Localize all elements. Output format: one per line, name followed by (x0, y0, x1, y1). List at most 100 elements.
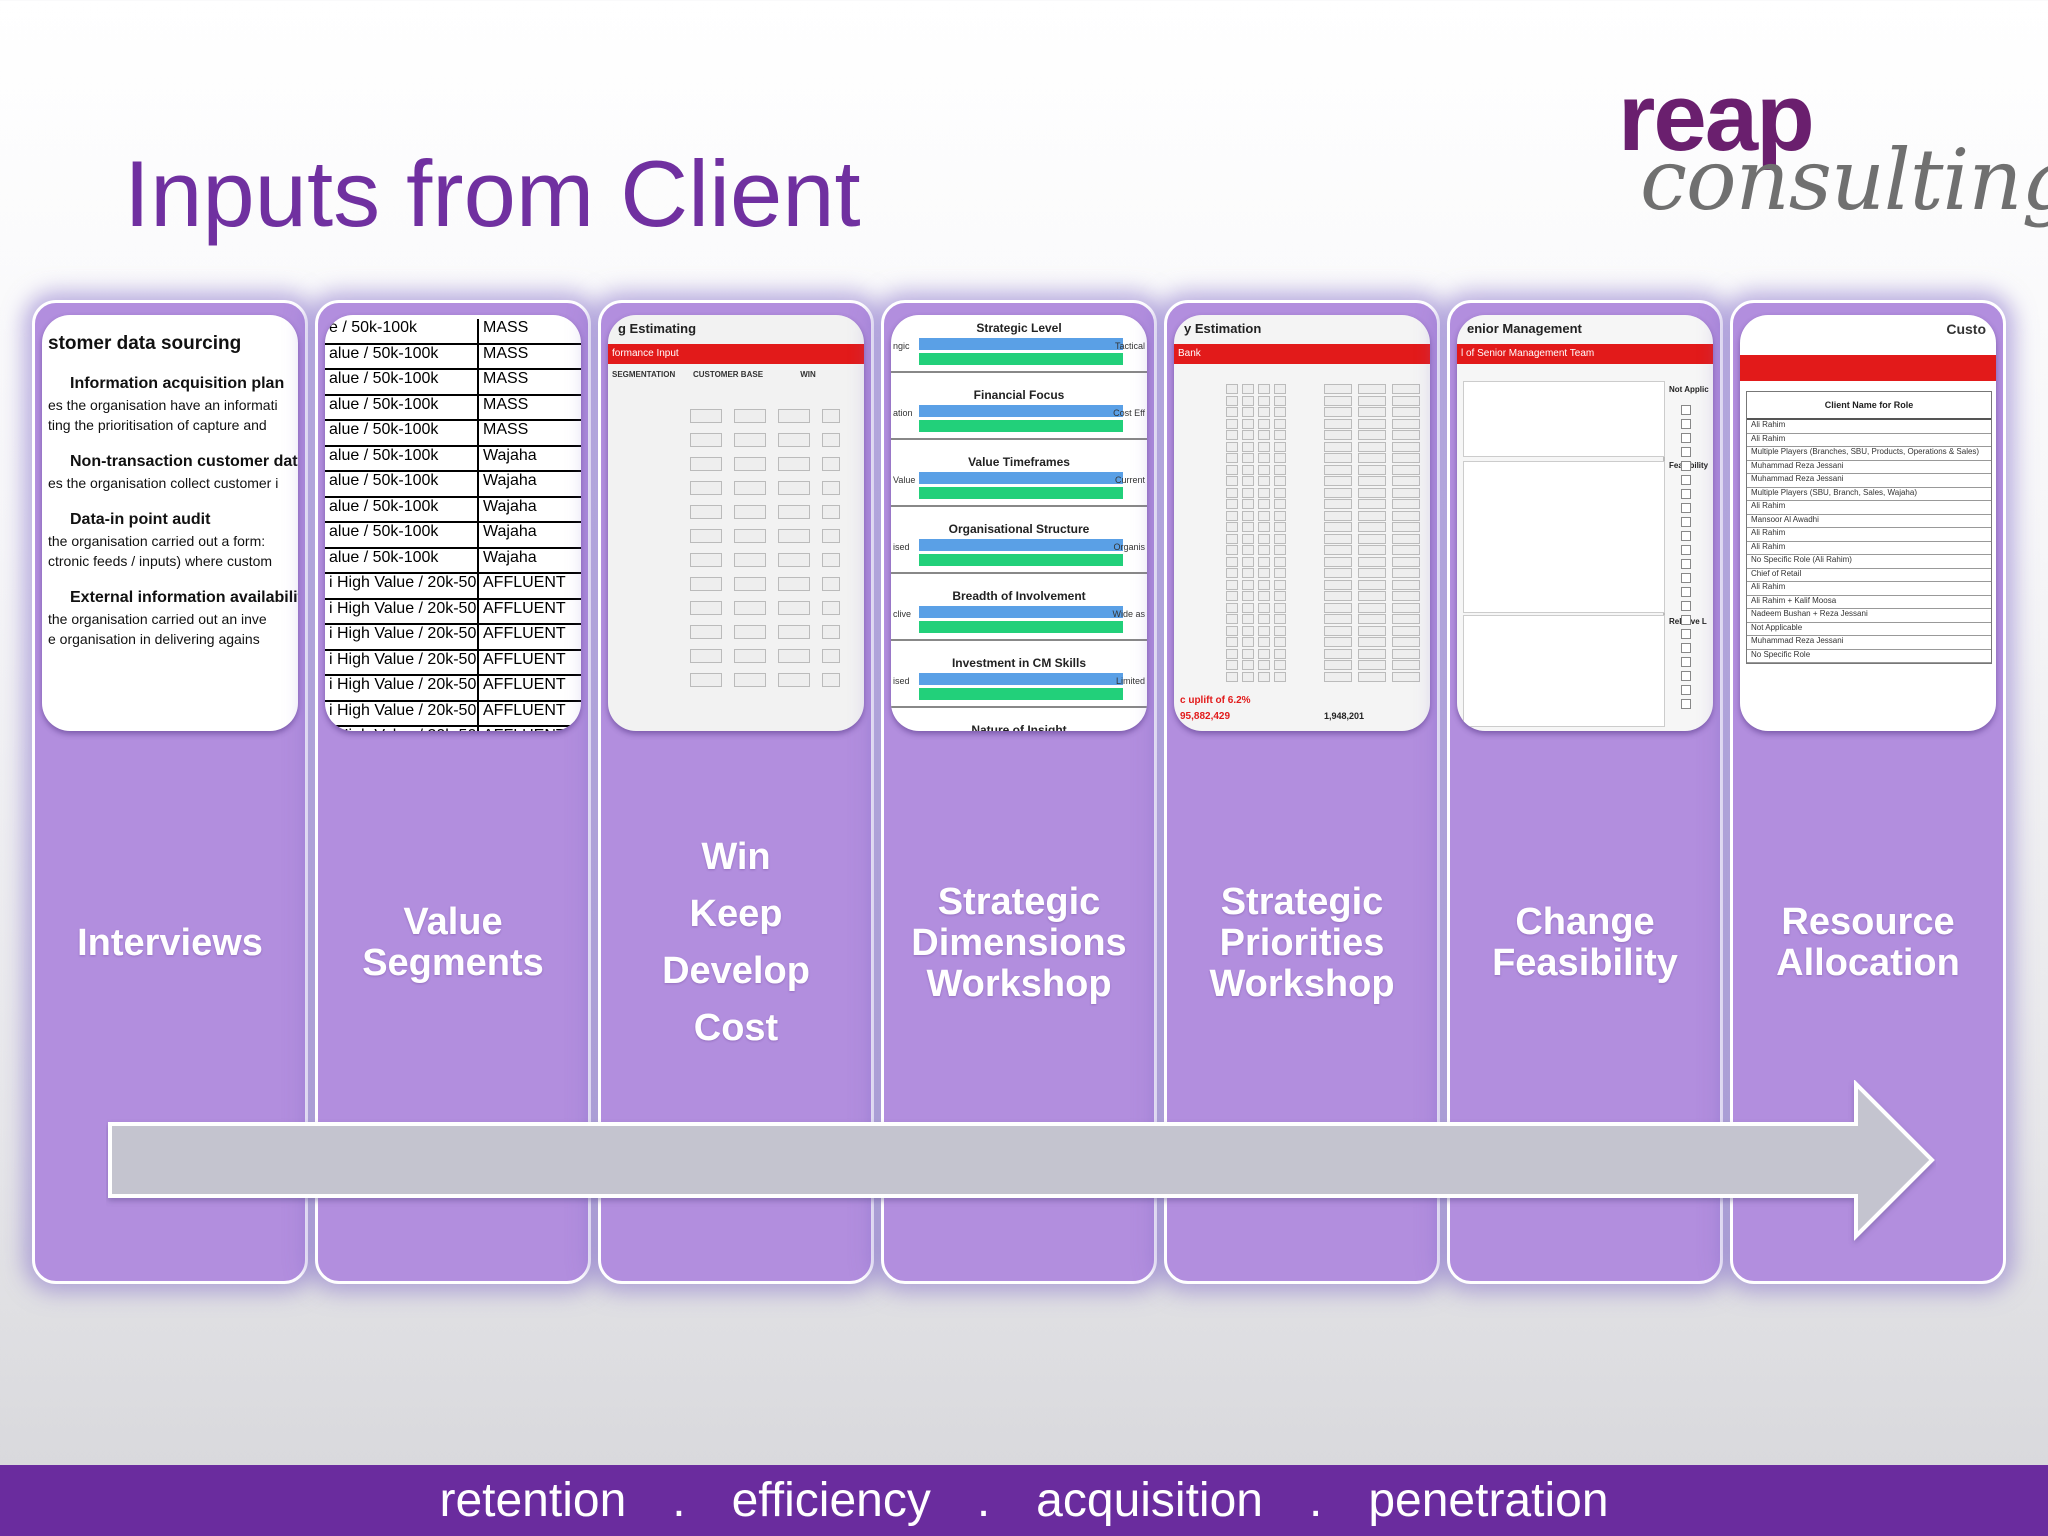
checkbox-icon (1681, 587, 1691, 597)
dimension-left-word: ation (893, 408, 913, 418)
interviews-thumbnail: stomer data sourcing Information acquisi… (42, 315, 298, 731)
sheet-cell (1274, 568, 1286, 578)
sheet-cell (1392, 499, 1420, 509)
dimension-right-word: Organis (1113, 542, 1145, 552)
segment-value-cell: e / 50k-100k (325, 319, 479, 343)
sheet-cell (734, 673, 766, 687)
sheet-cell (1226, 395, 1238, 406)
sheet-cell (778, 481, 810, 495)
sheet-cell (1274, 533, 1286, 544)
sheet-cell (1274, 522, 1286, 532)
progress-arrow (108, 1080, 1935, 1241)
sheet-cell (1258, 614, 1270, 624)
sheet-cell (1242, 395, 1254, 406)
sheet-cell (822, 649, 840, 663)
required-rating-bar (919, 688, 1123, 700)
thumb-uplift-text: c uplift of 6.2% (1180, 695, 1251, 706)
sheet-cell (1226, 384, 1238, 394)
segment-value-cell: i High Value / 20k-50k (325, 625, 479, 649)
sheet-cell (1274, 384, 1286, 394)
dimension-left-word: Value (893, 475, 916, 485)
thumb-text-line: the organisation carried out a form: (48, 533, 266, 549)
logo-line-consulting: consulting (1640, 131, 2048, 229)
label-line: Interviews (77, 921, 263, 964)
thumb-text-line: es the organisation collect customer i (48, 475, 279, 491)
label-line: Keep (689, 893, 783, 935)
checkbox-icon (1681, 545, 1691, 555)
sheet-cell (1242, 545, 1254, 555)
sheet-cell (690, 601, 722, 615)
segment-value-cell: alue / 50k-100k (325, 446, 479, 470)
sheet-cell (1392, 487, 1420, 498)
dimension-left-word: ngic (893, 341, 910, 351)
sheet-cell (1324, 499, 1352, 509)
footer-separator: . (976, 1474, 991, 1527)
column-label: Change Feasibility (1450, 813, 1720, 1073)
thumb-col-header: SEGMENTATION (612, 370, 676, 379)
segment-name-cell: Wajaha (483, 446, 537, 464)
segment-value-cell: i High Value / 20k-50k (325, 727, 479, 731)
sheet-cell (1274, 510, 1286, 521)
sheet-cell (1242, 487, 1254, 498)
sheet-cell (1358, 568, 1386, 578)
segment-value-cell: alue / 50k-100k (325, 523, 479, 547)
sheet-cell (1258, 395, 1270, 406)
segment-name-cell: AFFLUENT (483, 650, 566, 668)
sheet-cell (1392, 648, 1420, 659)
sheet-cell (690, 553, 722, 567)
column-change-feasibility: enior Management l of Senior Management … (1447, 300, 1723, 1284)
sheet-cell (1324, 625, 1352, 636)
sheet-cell (1242, 625, 1254, 636)
sheet-cell (1274, 430, 1286, 440)
sheet-cell (778, 577, 810, 591)
thumb-total: 1,948,201 (1324, 711, 1365, 721)
sheet-cell (1358, 464, 1386, 475)
column-win-keep-develop-cost: g Estimating formance Input SEGMENTATION… (598, 300, 874, 1284)
segment-value-cell: i High Value / 20k-50k (325, 650, 479, 674)
sheet-cell (1358, 487, 1386, 498)
dimension-right-word: Limited (1115, 676, 1145, 686)
segment-value-cell: alue / 50k-100k (325, 497, 479, 521)
sheet-cell (778, 457, 810, 471)
sheet-cell (1226, 430, 1238, 440)
sheet-cell (1258, 510, 1270, 521)
dimension-title: Nature of Insight (971, 723, 1067, 731)
table-row: Ali Rahim (1747, 542, 1991, 555)
segment-name-cell: Wajaha (483, 497, 537, 515)
sheet-cell (1242, 614, 1254, 624)
sheet-cell (1274, 487, 1286, 498)
sheet-cell (1226, 510, 1238, 521)
slide-title: Inputs from Client (124, 141, 861, 246)
sheet-cell (1242, 568, 1254, 578)
sheet-cell (1226, 407, 1238, 417)
label-line: Resource (1781, 901, 1955, 943)
segment-name-cell: MASS (483, 395, 529, 413)
label-line: Strategic (937, 880, 1101, 923)
sheet-cell (1358, 499, 1386, 509)
dimension-section: Nature of Insight (891, 717, 1147, 731)
sheet-cell (1358, 556, 1386, 567)
table-row: Chief of Retail (1747, 569, 1991, 582)
sheet-cell (1226, 625, 1238, 636)
sheet-cell (1242, 430, 1254, 440)
segment-name-cell: MASS (483, 319, 529, 336)
sheet-cell (1226, 545, 1238, 555)
sheet-cell (778, 601, 810, 615)
sheet-cell (690, 577, 722, 591)
sheet-cell (1242, 407, 1254, 417)
sheet-cell (822, 625, 840, 639)
thumb-heading: y Estimation (1184, 321, 1262, 336)
sheet-cell (1258, 476, 1270, 486)
sheet-cell (1258, 671, 1270, 682)
sheet-cell (1226, 418, 1238, 429)
sheet-cell (1226, 487, 1238, 498)
checkbox-icon (1681, 601, 1691, 611)
sheet-cell (1392, 453, 1420, 463)
sheet-cell (1324, 614, 1352, 624)
sheet-cell (734, 625, 766, 639)
